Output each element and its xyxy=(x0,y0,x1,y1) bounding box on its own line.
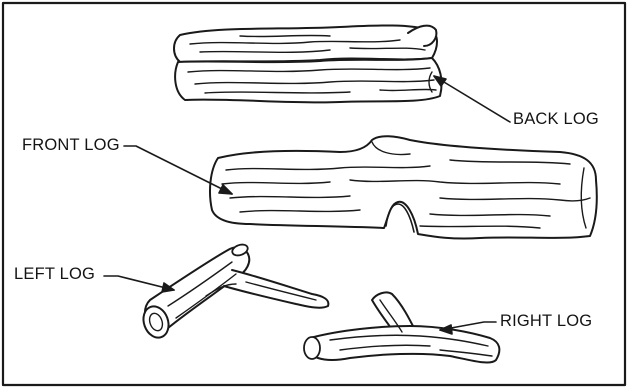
right-log-label: RIGHT LOG xyxy=(500,313,592,330)
back-log-leader xyxy=(434,76,510,122)
right-log-end-cap xyxy=(304,337,320,359)
left-log-label: LEFT LOG xyxy=(14,266,95,283)
right-log xyxy=(304,292,499,362)
back-log-label: BACK LOG xyxy=(513,111,599,128)
front-log-label: FRONT LOG xyxy=(22,137,120,154)
back-log xyxy=(174,25,442,102)
front-log xyxy=(210,136,597,238)
